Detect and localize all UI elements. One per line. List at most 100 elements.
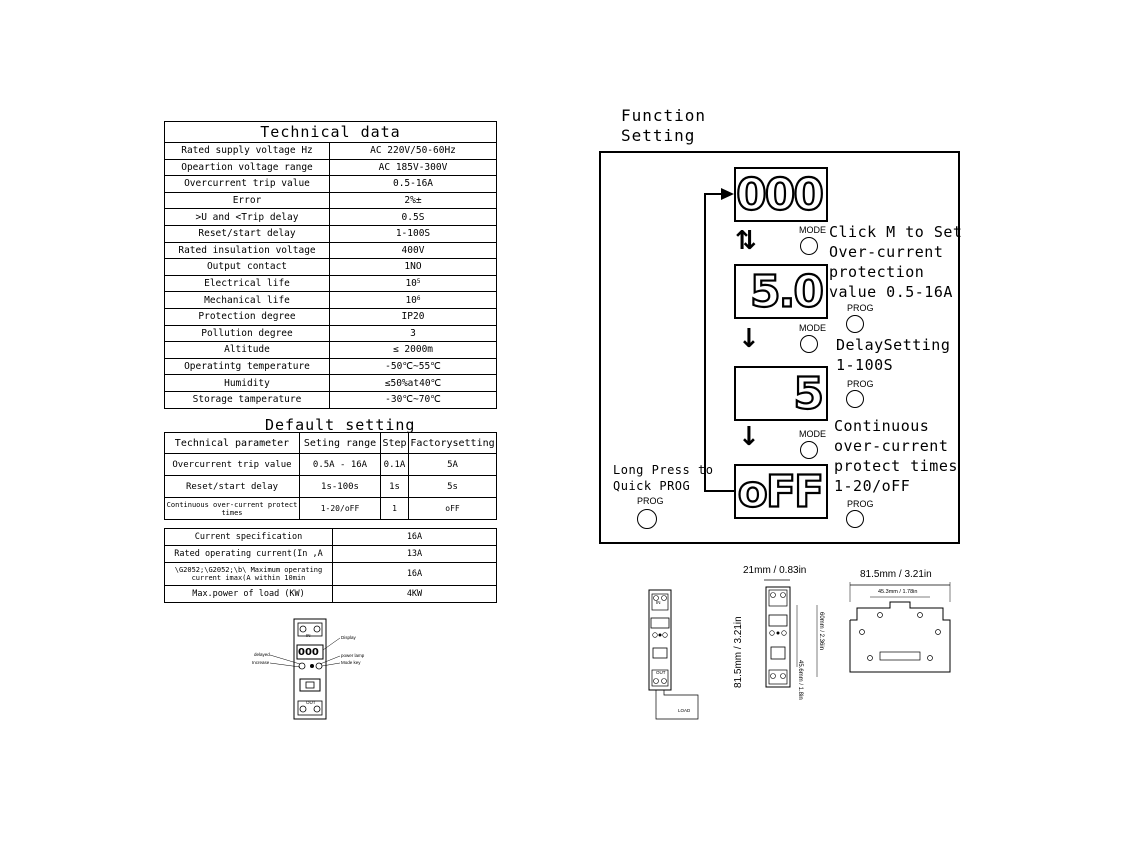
tech-value-cell: 0.5S xyxy=(329,208,497,226)
default-setting-cell: oFF xyxy=(408,497,497,520)
step2-line1: DelaySetting xyxy=(836,336,951,354)
tech-value: ≤50%at40℃ xyxy=(384,377,442,389)
step3-line4: 1-20/oFF xyxy=(834,477,911,495)
tech-value: 400V xyxy=(401,244,425,256)
spec-param: Rated operating current(In ,A xyxy=(164,545,333,563)
tech-value-cell: ≤50%at40℃ xyxy=(329,374,497,392)
default-setting-cell: 1-20/oFF xyxy=(299,497,381,520)
mode-button-2[interactable] xyxy=(800,335,818,353)
tech-value: AC 220V/50-60Hz xyxy=(370,145,456,157)
down-arrow-icon-2: ↓ xyxy=(738,422,760,452)
tech-value-cell: AC 185V-300V xyxy=(329,158,497,177)
tech-param: Pollution degree xyxy=(164,324,330,343)
step1-line3: protection xyxy=(829,263,925,281)
lcd-display-2: 5.0 xyxy=(734,264,828,319)
step3-line3: protect times xyxy=(834,457,958,475)
quick-prog-button[interactable] xyxy=(637,509,657,529)
technical-data-table: Technical data Rated supply voltage Hz AC… xyxy=(164,121,497,409)
dimension-81-5mm-height: 81.5mm / 3.21in xyxy=(733,616,744,688)
step1-line2: Over-current xyxy=(829,243,944,261)
tech-row: Operatintg temperature-50℃~55℃ xyxy=(164,357,497,376)
tech-row: Humidity≤50%at40℃ xyxy=(164,374,497,392)
mode-label-2: MODE xyxy=(799,323,826,333)
prog-label-2: PROG xyxy=(847,379,874,389)
prog-label-3: PROG xyxy=(847,499,874,509)
lcd-value-3: 5 xyxy=(792,367,825,420)
prog-label-quick: PROG xyxy=(637,496,664,506)
device-display-value: 000 xyxy=(298,647,319,658)
tech-param: >U and <Trip delay xyxy=(164,208,330,226)
step3-line2: over-current xyxy=(834,437,949,455)
prog-button-3[interactable] xyxy=(846,510,864,528)
loop-arrow xyxy=(704,188,734,492)
wiring-in-label: IN xyxy=(656,600,661,605)
default-setting-cell: 1s xyxy=(380,475,409,498)
tech-param: Overcurrent trip value xyxy=(164,175,330,193)
tech-param: Altitude xyxy=(164,341,330,359)
tech-value: -30℃~70℃ xyxy=(385,394,441,406)
tech-param: Output contact xyxy=(164,258,330,276)
tech-row: Overcurrent trip value 0.5-16A xyxy=(164,175,497,193)
spec-value: 16A xyxy=(332,562,497,586)
dimension-81-5mm-width: 81.5mm / 3.21in xyxy=(860,569,932,580)
dimension-60mm: 60mm / 2.36in xyxy=(818,612,824,651)
step3-text: Continuous over-current protect times 1-… xyxy=(834,416,958,496)
device-front-diagram xyxy=(269,618,341,720)
step2-line2: 1-100S xyxy=(836,356,894,374)
tech-value-cell: 105 xyxy=(329,274,497,293)
tech-param: Protection degree xyxy=(164,307,330,326)
step3-line1: Continuous xyxy=(834,417,930,435)
tech-value: ≤ 2000m xyxy=(392,344,434,356)
tech-param: Rated supply voltage Hz xyxy=(164,142,330,160)
tech-value-cell: IP20 xyxy=(329,307,497,326)
lcd-display-4: oFF xyxy=(734,464,828,519)
mode-button-1[interactable] xyxy=(800,237,818,255)
tech-param: Reset/start delay xyxy=(164,224,330,243)
default-setting-cell: Overcurrent trip value xyxy=(164,453,300,476)
default-setting-cell: Reset/start delay xyxy=(164,475,300,498)
tech-value: 0.5-16A xyxy=(392,178,434,190)
increase-callout: Increase xyxy=(252,660,270,665)
default-setting-cell: 5s xyxy=(408,475,497,498)
tech-value-exponent: 5 xyxy=(416,278,421,286)
tech-param: Rated insulation voltage xyxy=(164,241,330,260)
prog-button-2[interactable] xyxy=(846,390,864,408)
tech-value-cell: 1-100S xyxy=(329,224,497,243)
power-lamp-callout: power lamp xyxy=(341,653,365,658)
tech-value: 1NO xyxy=(404,261,422,273)
mode-button-3[interactable] xyxy=(800,441,818,459)
technical-data-title: Technical data xyxy=(164,121,497,143)
down-arrow-icon-1: ↓ xyxy=(738,324,760,354)
default-setting-cell: 1s-100s xyxy=(299,475,381,498)
tech-value-cell: 3 xyxy=(329,324,497,343)
tech-row: Rated supply voltage Hz AC 220V/50-60Hz xyxy=(164,142,497,160)
wiring-diagram xyxy=(648,589,699,720)
mode-label-3: MODE xyxy=(799,429,826,439)
spec-row: Max.power of load (KW)4KW xyxy=(164,585,497,603)
prog-button-1[interactable] xyxy=(846,315,864,333)
tech-value: 0.5S xyxy=(401,211,425,223)
tech-param: Opeartion voltage range xyxy=(164,158,330,177)
spec-value: 4KW xyxy=(332,585,497,603)
device-out-label: OUT xyxy=(306,700,316,705)
spec-param: \G2052;\G2052;\b\ Maximum operating curr… xyxy=(164,562,333,586)
mode-key-callout: Mode key xyxy=(341,660,361,665)
function-title-line1: Function xyxy=(621,106,707,125)
prog-label-1: PROG xyxy=(847,303,874,313)
spec-param: Max.power of load (KW) xyxy=(164,585,333,603)
header-factory-setting: Factorysetting xyxy=(408,432,497,454)
tech-value: AC 185V-300V xyxy=(378,161,448,173)
delayed-callout: delayed xyxy=(254,652,270,657)
default-setting-cell: 1 xyxy=(380,497,409,520)
function-setting-title: Function Setting xyxy=(621,106,706,146)
tech-value-cell: AC 220V/50-60Hz xyxy=(329,142,497,160)
dimension-45-6mm: 45.6mm / 1.8in xyxy=(797,660,803,700)
